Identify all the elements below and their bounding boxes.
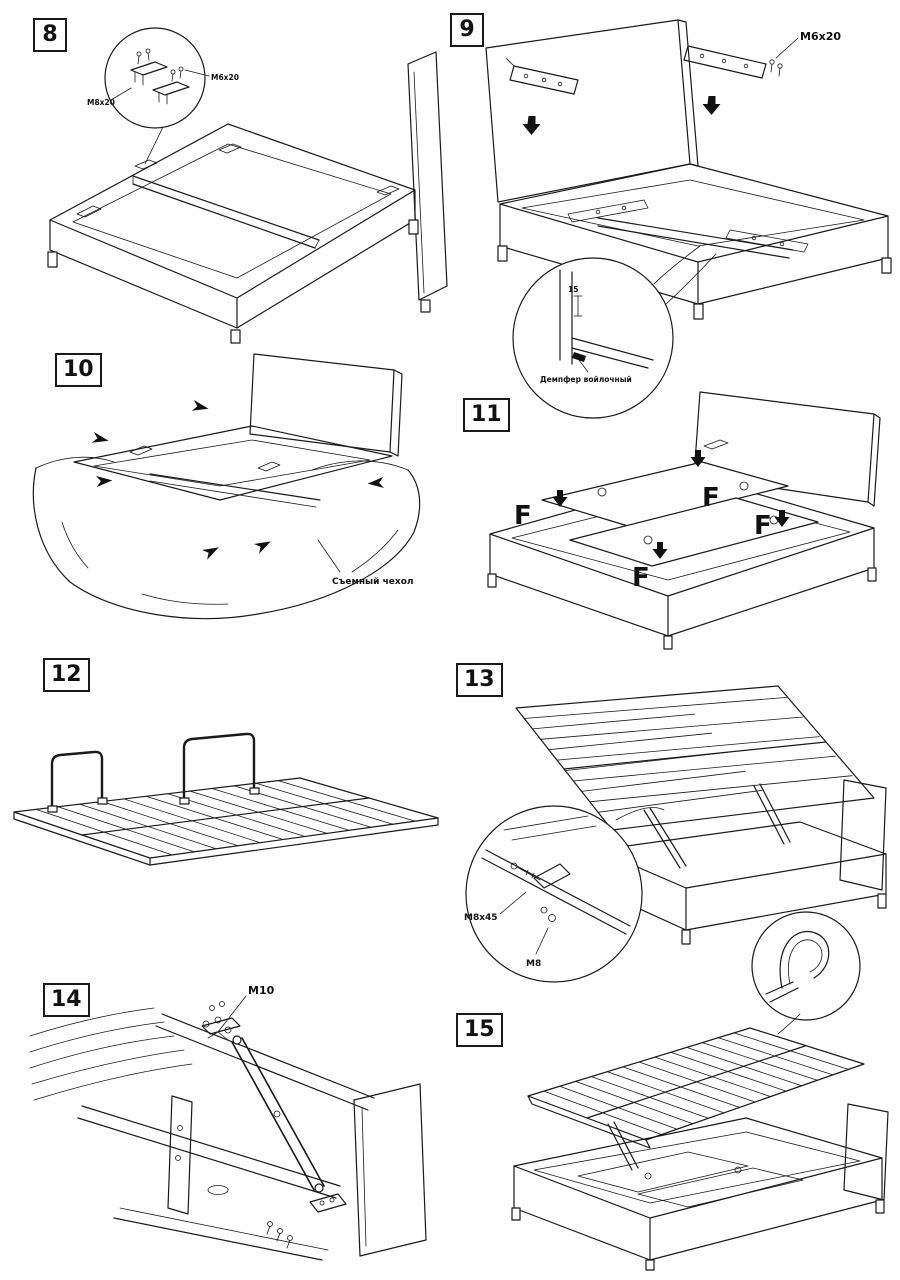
down-arrow-icon <box>774 510 790 527</box>
storage-box <box>511 1117 885 1271</box>
headboard <box>249 353 403 457</box>
open-slatted-lid <box>527 1027 865 1149</box>
magnifier-detail-step13: M8x45 M8 <box>464 805 665 983</box>
force-label: F <box>514 501 532 531</box>
magnifier-detail-step9: 15 Демпфер войлочный <box>512 245 717 419</box>
bed-box <box>73 425 393 508</box>
step-15-drawing <box>511 1013 889 1271</box>
frame-rails <box>77 1013 375 1261</box>
bottom-panels <box>541 461 819 567</box>
m10-bolts <box>201 1001 241 1035</box>
slats <box>523 696 853 813</box>
pull-arrows <box>91 400 384 560</box>
down-arrow-icon <box>552 490 568 507</box>
step-14-number: 14 <box>43 983 90 1017</box>
bed-frame <box>47 51 448 344</box>
step-9-number: 9 <box>450 13 484 47</box>
nut-label-m8: M8 <box>526 959 541 969</box>
headboard <box>839 779 887 891</box>
dimension-label: 15 <box>568 285 578 294</box>
down-arrow-icon <box>652 542 668 559</box>
force-label: F <box>754 511 772 541</box>
gas-strut <box>231 1035 325 1193</box>
step-8-drawing: M8x20 M6x20 <box>47 27 448 344</box>
felt-damper <box>572 352 586 362</box>
bottom-screws <box>266 1193 347 1249</box>
felt-damper-label: Демпфер войлочный <box>540 375 632 384</box>
step-12-drawing <box>13 732 439 866</box>
step-12-number: 12 <box>43 658 90 692</box>
step-13-drawing: M8x45 M8 <box>464 685 887 1021</box>
pull-arrow-icon <box>91 432 109 443</box>
support-post <box>167 1095 193 1215</box>
slats-corner <box>29 1007 193 1101</box>
bolt-label-m8x20: M8x20 <box>87 98 115 107</box>
lifted-slatted-lid <box>515 685 875 831</box>
step-13-number: 13 <box>456 663 503 697</box>
strap-detail-circle <box>751 911 861 1021</box>
force-label: F <box>702 483 720 513</box>
magnifier-circle <box>512 257 674 419</box>
handle <box>182 732 256 802</box>
magnifier-circle <box>751 911 861 1021</box>
bolt-label-m6x20: M6x20 <box>211 73 239 82</box>
slats <box>35 780 416 856</box>
step-10-drawing: Съемный чехол <box>32 353 421 620</box>
side-panel <box>353 1083 427 1257</box>
bed-box <box>497 163 892 320</box>
gas-struts <box>643 783 791 869</box>
headboard <box>693 391 881 507</box>
removable-cover <box>32 456 421 620</box>
slatted-base <box>13 777 439 866</box>
lift-bracket-on-headboard <box>505 57 579 95</box>
lift-bracket-floating <box>683 45 783 79</box>
down-arrow-icon <box>522 116 541 135</box>
pull-arrow-icon <box>96 476 113 487</box>
step-15-number: 15 <box>456 1013 503 1047</box>
down-arrow-icon <box>702 96 721 115</box>
pull-arrow-icon <box>367 477 384 488</box>
bolt-label-m10: M10 <box>248 984 275 997</box>
down-arrow-icon <box>690 450 706 467</box>
lift-handles <box>47 732 260 813</box>
leader-to-strap-detail <box>777 1013 801 1035</box>
force-label: F <box>632 563 650 593</box>
cover-label: Съемный чехол <box>332 577 414 587</box>
bolt-label-m8x45: M8x45 <box>464 913 498 923</box>
step-10-number: 10 <box>55 353 102 387</box>
headboard <box>485 19 699 203</box>
step-9-drawing: M6x20 <box>485 19 892 419</box>
magnifier-circle <box>104 27 206 129</box>
pull-arrow-icon <box>254 541 271 554</box>
pull-arrow-icon <box>202 547 219 560</box>
gas-strut <box>607 1121 639 1171</box>
magnifier-detail-step8: M8x20 M6x20 <box>87 27 239 165</box>
step-14-drawing: M10 <box>29 984 427 1261</box>
step-11-number: 11 <box>463 398 510 432</box>
bolt-label-m6x20: M6x20 <box>800 30 841 43</box>
handle <box>50 750 104 810</box>
force-marks: F F F F <box>514 450 790 593</box>
pull-arrow-icon <box>191 400 209 411</box>
floor-hole <box>207 1185 229 1195</box>
step-8-number: 8 <box>33 18 67 52</box>
magnifier-circle <box>465 805 643 983</box>
step-11-drawing: F F F F <box>487 391 881 650</box>
strap-loop <box>779 930 830 989</box>
